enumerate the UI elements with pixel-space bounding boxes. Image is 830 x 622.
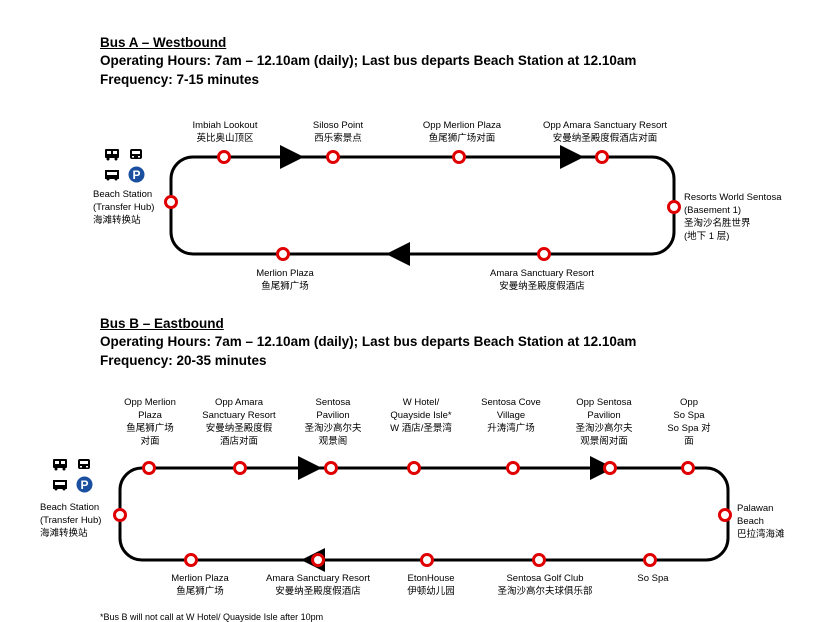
bus-a-title: Bus A – Westbound bbox=[100, 35, 227, 50]
stop-label: Beach Station(Transfer Hub)海滩转换站 bbox=[93, 189, 155, 226]
bus-a-stop-rws bbox=[667, 200, 681, 214]
bus-b-stop-beach bbox=[113, 508, 127, 522]
bus-b-route-line bbox=[118, 466, 730, 562]
stop-label: So Spa bbox=[637, 573, 669, 584]
bus-b-title: Bus B – Eastbound bbox=[100, 316, 224, 331]
bus-b-stop-opp-spa bbox=[681, 461, 695, 475]
bus-b-stop-w-hotel bbox=[407, 461, 421, 475]
bus-b-hours: Operating Hours: 7am – 12.10am (daily); … bbox=[100, 334, 637, 349]
bus-a-stop-opp-merlion bbox=[452, 150, 466, 164]
taxi-icon bbox=[105, 170, 119, 181]
bus-a-stop-siloso bbox=[326, 150, 340, 164]
bus-b-stop-opp-pavilion bbox=[603, 461, 617, 475]
svg-text:P: P bbox=[80, 478, 88, 492]
footnote: *Bus B will not call at W Hotel/ Quaysid… bbox=[100, 612, 324, 622]
bus-b-stop-cove bbox=[506, 461, 520, 475]
bus-b-stop-eton bbox=[420, 553, 434, 567]
bus-b-stop-pavilion bbox=[324, 461, 338, 475]
bus-icon bbox=[105, 149, 119, 161]
stop-label: Beach Station(Transfer Hub)海滩转换站 bbox=[40, 502, 102, 539]
bus-a-route-line bbox=[169, 155, 676, 256]
bus-b-stop-opp-amara bbox=[233, 461, 247, 475]
stop-label: W Hotel/Quayside Isle*W 酒店/圣景湾 bbox=[390, 397, 452, 434]
bus-a-frequency: Frequency: 7-15 minutes bbox=[100, 72, 260, 87]
bus-b-stop-palawan bbox=[718, 508, 732, 522]
stop-label: Resorts World Sentosa(Basement 1)圣淘沙名胜世界… bbox=[684, 192, 782, 242]
bus-b-stop-opp-merlion bbox=[142, 461, 156, 475]
tram-icon bbox=[78, 459, 90, 469]
bus-b-frequency: Frequency: 20-35 minutes bbox=[100, 353, 267, 368]
bus-a-stop-beach bbox=[164, 195, 178, 209]
bus-icon bbox=[53, 459, 67, 471]
svg-text:P: P bbox=[132, 168, 140, 182]
taxi-icon bbox=[53, 480, 67, 491]
tram-icon bbox=[130, 149, 142, 159]
bus-a-stop-opp-amara bbox=[595, 150, 609, 164]
bus-a-stop-amara bbox=[537, 247, 551, 261]
bus-a-stop-merlion bbox=[276, 247, 290, 261]
bus-b-stop-so-spa bbox=[643, 553, 657, 567]
bus-a-hours: Operating Hours: 7am – 12.10am (daily); … bbox=[100, 53, 637, 68]
bus-b-stop-amara bbox=[311, 553, 325, 567]
parking-icon: P bbox=[128, 166, 145, 183]
bus-a-stop-imbiah bbox=[217, 150, 231, 164]
parking-icon: P bbox=[76, 476, 93, 493]
bus-b-stop-merlion bbox=[184, 553, 198, 567]
bus-b-stop-golf bbox=[532, 553, 546, 567]
